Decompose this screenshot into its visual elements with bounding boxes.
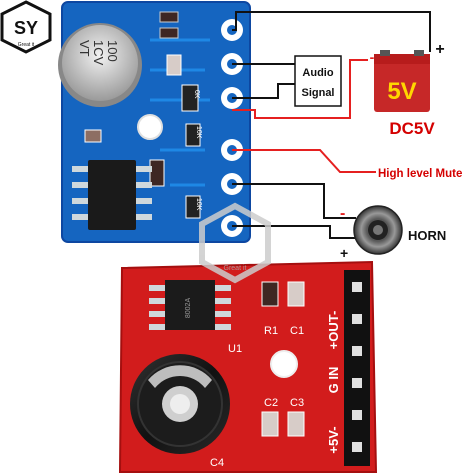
smd-component (159, 27, 179, 39)
center-watermark: Great it (199, 202, 271, 284)
logo-letters: SY (14, 18, 38, 38)
horn-minus: - (340, 205, 345, 222)
mute-label: High level Mute (378, 168, 462, 180)
large-electrolytic-capacitor (130, 354, 230, 454)
horn-wire-negative (232, 183, 356, 219)
horn-label: HORN (408, 228, 446, 243)
audio-label: Audio (302, 67, 333, 79)
pin-label-5v: +5V- (326, 426, 341, 453)
smd-resistor (185, 123, 201, 147)
signal-label: Signal (301, 87, 334, 99)
battery-caption: DC5V (389, 119, 435, 138)
smd-capacitor (149, 159, 165, 187)
capacitor-c3 (287, 411, 305, 437)
battery-plus: + (435, 41, 444, 58)
horn-wire-positive (232, 225, 356, 239)
blue-amplifier-board: 100 1CV VT 0K 10K 10K (58, 1, 251, 243)
audio-signal-box: Audio Signal (294, 55, 342, 107)
horn-plus: + (340, 245, 348, 261)
watermark-caption: Great it (224, 265, 247, 272)
electrolytic-capacitor: 100 1CV VT (58, 23, 142, 107)
red-board-chip: 8002A (149, 280, 231, 330)
mute-wire (232, 149, 376, 173)
label-u1: U1 (228, 343, 242, 355)
pin-label-out: +OUT- (326, 311, 341, 350)
chip-marking: 8002A (185, 298, 192, 319)
resistor-r1 (261, 281, 279, 307)
capacitor-c2 (261, 411, 279, 437)
capacitor-text-1: 100 (105, 40, 120, 62)
battery-minus: - (370, 49, 375, 65)
smd-resistor (181, 84, 199, 112)
label-c4: C4 (210, 457, 224, 469)
resistor-mark-1: 0K (193, 90, 200, 99)
label-r1: R1 (264, 325, 278, 337)
resistor-mark-3: 10K (195, 198, 202, 211)
wiring (232, 11, 431, 239)
smd-resistor (185, 195, 201, 219)
logo-caption: Great it (18, 42, 35, 48)
capacitor-text-3: VT (77, 40, 92, 57)
smd-capacitor (166, 54, 182, 76)
battery-voltage: 5V (387, 78, 416, 105)
capacitor-c1 (287, 281, 305, 307)
red-mounting-hole (270, 350, 298, 378)
label-c2: C2 (264, 397, 278, 409)
brand-logo: SY Great it (0, 0, 52, 54)
capacitor-text-2: 1CV (91, 40, 106, 66)
mounting-hole (137, 114, 163, 140)
label-c1: C1 (290, 325, 304, 337)
audio-wire-2 (232, 83, 295, 99)
horn-speaker: HORN - + (340, 205, 446, 261)
battery: 5V + - DC5V (370, 41, 445, 138)
resistor-mark-2: 10K (195, 126, 202, 139)
red-amplifier-board: 8002A R1 C1 U1 C2 C3 C4 (118, 260, 378, 473)
power-wire-positive (232, 11, 431, 52)
amplifier-chip (72, 160, 152, 230)
red-pin-header (344, 270, 370, 466)
smd-capacitor (84, 129, 102, 143)
pin-label-gin: G IN (326, 367, 341, 394)
label-c3: C3 (290, 397, 304, 409)
smd-component (159, 11, 179, 23)
power-wire-negative (232, 59, 368, 119)
